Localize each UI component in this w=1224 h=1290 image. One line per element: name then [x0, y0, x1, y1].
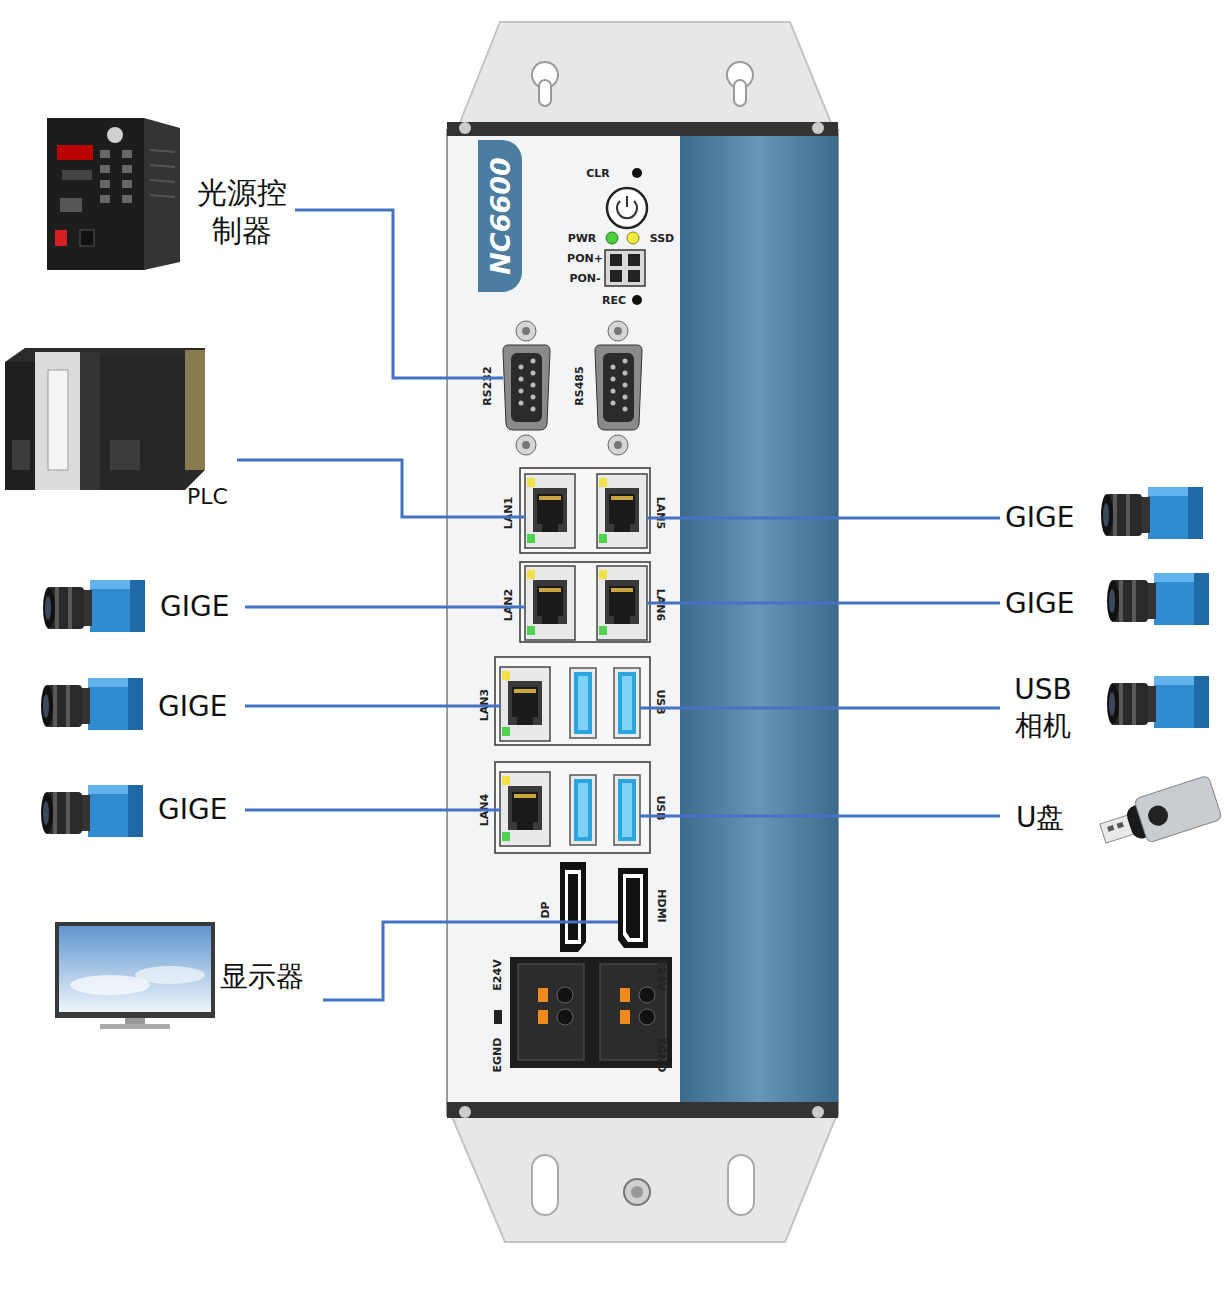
power-terminal	[494, 957, 672, 1068]
lan-port: LAN6	[597, 566, 647, 640]
port-label: LAN2	[502, 589, 515, 621]
camera-illustration	[1107, 676, 1209, 728]
gige-camera: GIGE	[1000, 482, 1205, 554]
port-label: DP	[539, 901, 552, 918]
connector-line	[323, 922, 618, 1000]
light-controller-illustration	[47, 118, 180, 270]
usb-port: USB	[570, 775, 640, 845]
indicator-label: PON-	[569, 272, 600, 285]
plc-device: PLC	[5, 345, 237, 515]
camera-illustration	[1101, 487, 1203, 539]
dp-port: DP	[560, 862, 586, 952]
light-controller: 光源控 制器	[45, 115, 295, 273]
device-label: USB 相机	[1005, 672, 1081, 744]
video-ports	[560, 862, 648, 952]
port-label: USB	[654, 795, 667, 820]
monitor-illustration	[55, 922, 215, 1029]
usb-port: USB	[570, 668, 640, 738]
port-label: LAN3	[478, 689, 491, 721]
chassis	[447, 122, 838, 1118]
port-label: RS485	[573, 366, 586, 405]
port-label: LAN6	[654, 589, 667, 621]
connector-line	[647, 517, 1000, 520]
port-blocks	[495, 468, 650, 853]
device-label: PLC	[187, 483, 228, 511]
usb-drive: U盘	[1000, 780, 1222, 852]
device-label: U盘	[1016, 800, 1065, 835]
connector-line	[640, 707, 1000, 710]
gige-camera: GIGE	[40, 672, 245, 742]
port-label: RS232	[481, 366, 494, 405]
lan-port: LAN1	[525, 474, 575, 548]
indicator-label: SSD	[650, 232, 674, 245]
camera-illustration	[43, 580, 145, 632]
device-label: GIGE	[160, 589, 229, 624]
monitor: 显示器	[55, 918, 323, 1033]
usb-camera: USB 相机	[1000, 668, 1208, 750]
port-label: HDMI	[655, 889, 668, 922]
indicator-label: REC	[602, 294, 626, 307]
device-label: GIGE	[1005, 500, 1074, 535]
port-label: E24V	[655, 959, 668, 990]
front-controls	[605, 168, 647, 305]
lan-port: LAN4	[500, 772, 550, 846]
lan-port: LAN3	[500, 667, 550, 741]
lan-port: LAN5	[597, 474, 647, 548]
device-label: 光源控 制器	[192, 174, 292, 250]
device-label: 显示器	[220, 959, 304, 994]
computer-body: NC6600RS232RS485LAN1LAN5LAN2LAN6LAN3USBL…	[447, 130, 838, 1115]
gige-camera: GIGE	[40, 775, 245, 845]
serial-port: RS485	[595, 345, 642, 430]
port-label: EGND	[655, 1038, 668, 1073]
db9-connector	[595, 321, 642, 455]
indicator-label: PWR	[568, 232, 597, 245]
plc-illustration	[5, 348, 205, 490]
connector-line	[640, 815, 1000, 818]
device-label: GIGE	[1005, 586, 1074, 621]
hdmi-port: HDMI	[618, 868, 648, 948]
gige-camera: GIGE	[1000, 568, 1205, 640]
device-label: GIGE	[158, 689, 227, 724]
connector-line	[295, 210, 503, 378]
indicator-label: PON+	[567, 252, 603, 265]
indicator-label: CLR	[586, 167, 610, 180]
connector-line	[245, 705, 500, 708]
port-label: E24V	[491, 959, 504, 990]
serial-port: RS232	[503, 345, 550, 430]
port-label: NC6600	[485, 157, 516, 275]
connector-line	[245, 606, 525, 609]
connector-line	[237, 460, 525, 517]
lan-port: LAN2	[525, 566, 575, 640]
camera-illustration	[41, 678, 143, 730]
gige-camera: GIGE	[40, 572, 245, 642]
usb-drive-illustration	[1096, 775, 1222, 855]
device-label: GIGE	[158, 792, 227, 827]
camera-illustration	[41, 785, 143, 837]
port-label: LAN4	[478, 794, 491, 826]
db9-connector	[503, 321, 550, 455]
connector-line	[245, 809, 500, 812]
port-label: LAN5	[654, 497, 667, 529]
port-label: LAN1	[502, 497, 515, 529]
connector-line	[647, 602, 1000, 605]
camera-illustration	[1107, 573, 1209, 625]
port-label: USB	[654, 689, 667, 714]
port-label: EGND	[491, 1038, 504, 1073]
